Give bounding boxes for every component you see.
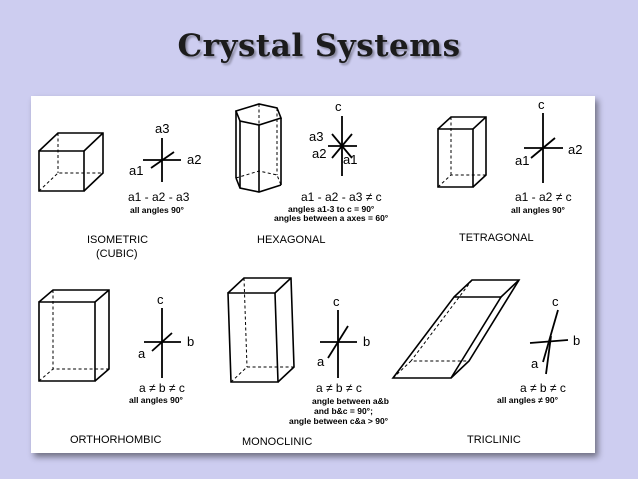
isometric-axis-label-a2: a2: [187, 152, 201, 167]
tetragonal-axis-label-a1: a1: [515, 153, 529, 168]
triclinic-name: TRICLINIC: [467, 434, 521, 446]
slide-title: Crystal Systems: [177, 28, 461, 64]
monoclinic-note-1: angle between a&b: [312, 396, 389, 406]
isometric-axis-label-a3: a3: [155, 121, 169, 136]
tetragonal-axes-drawing: [524, 113, 563, 183]
orthorhombic-axis-label-b: b: [187, 334, 194, 349]
hexagonal-axis-label-a2: a2: [312, 146, 326, 161]
triclinic-relation: a ≠ b ≠ c: [520, 381, 566, 395]
hexagonal-relation: a1 - a2 - a3 ≠ c: [301, 190, 382, 204]
triclinic-axes-drawing: [529, 309, 569, 375]
triclinic-axis-label-b: b: [573, 333, 580, 348]
isometric-cube-drawing: [38, 132, 104, 192]
triclinic-axis-label-a: a: [531, 356, 539, 371]
orthorhombic-axis-label-a: a: [138, 346, 146, 361]
monoclinic-name: MONOCLINIC: [242, 436, 312, 448]
orthorhombic-axes-drawing: [144, 308, 181, 378]
tetragonal-note: all angles 90°: [511, 205, 566, 215]
crystal-systems-diagram: a3 a1 a2 a1 - a2 - a3 all angles 90° ISO…: [38, 97, 582, 448]
isometric-name: ISOMETRIC: [87, 234, 148, 246]
hexagonal-system: c a3 a2 a1 a1 - a2 - a3 ≠ c angles a1-3 …: [234, 99, 389, 246]
isometric-relation: a1 - a2 - a3: [128, 190, 190, 204]
hexagonal-prism-drawing: [234, 103, 283, 193]
tetragonal-system: c a1 a2 a1 - a2 ≠ c all angles 90° TETRA…: [437, 97, 582, 244]
orthorhombic-prism-drawing: [38, 289, 110, 382]
orthorhombic-system: c b a a ≠ b ≠ c all angles 90° ORTHORHOM…: [38, 289, 194, 446]
orthorhombic-name: ORTHORHOMBIC: [70, 434, 162, 446]
hexagonal-note-2: angles between a axes = 60°: [274, 213, 389, 223]
isometric-system: a3 a1 a2 a1 - a2 - a3 all angles 90° ISO…: [38, 121, 201, 260]
monoclinic-axes-drawing: [320, 310, 357, 378]
hexagonal-axis-label-a1: a1: [343, 152, 357, 167]
monoclinic-note-2: and b&c = 90°;: [314, 406, 373, 416]
orthorhombic-relation: a ≠ b ≠ c: [139, 381, 185, 395]
hexagonal-axis-label-a3: a3: [309, 129, 323, 144]
triclinic-system: c b a a ≠ b ≠ c all angles ≠ 90° TRICLIN…: [391, 279, 580, 446]
tetragonal-relation: a1 - a2 ≠ c: [515, 190, 572, 204]
tetragonal-axis-label-a2: a2: [568, 142, 582, 157]
hexagonal-axis-label-c: c: [335, 99, 342, 114]
monoclinic-axis-label-c: c: [333, 294, 340, 309]
orthorhombic-note: all angles 90°: [129, 395, 184, 405]
hexagonal-name: HEXAGONAL: [257, 234, 325, 246]
monoclinic-system: c b a a ≠ b ≠ c angle between a&b and b&…: [227, 277, 389, 448]
tetragonal-axis-label-c: c: [538, 97, 545, 112]
tetragonal-prism-drawing: [437, 116, 487, 188]
orthorhombic-axis-label-c: c: [157, 292, 164, 307]
tetragonal-name: TETRAGONAL: [459, 232, 534, 244]
triclinic-note: all angles ≠ 90°: [497, 395, 559, 405]
monoclinic-prism-drawing: [227, 277, 295, 383]
monoclinic-relation: a ≠ b ≠ c: [316, 381, 362, 395]
triclinic-axis-label-c: c: [552, 294, 559, 309]
isometric-name-2: (CUBIC): [96, 248, 138, 260]
hexagonal-note-1: angles a1-3 to c = 90°: [288, 204, 375, 214]
monoclinic-axis-label-a: a: [317, 354, 325, 369]
crystal-systems-figure: a3 a1 a2 a1 - a2 - a3 all angles 90° ISO…: [31, 96, 595, 453]
monoclinic-axis-label-b: b: [363, 334, 370, 349]
monoclinic-note-3: angle between c&a > 90°: [289, 416, 389, 426]
isometric-axis-label-a1: a1: [129, 163, 143, 178]
triclinic-prism-drawing: [391, 279, 521, 379]
hexagonal-axes-drawing: [328, 116, 357, 176]
isometric-note: all angles 90°: [130, 205, 185, 215]
isometric-axes-drawing: [143, 138, 181, 182]
